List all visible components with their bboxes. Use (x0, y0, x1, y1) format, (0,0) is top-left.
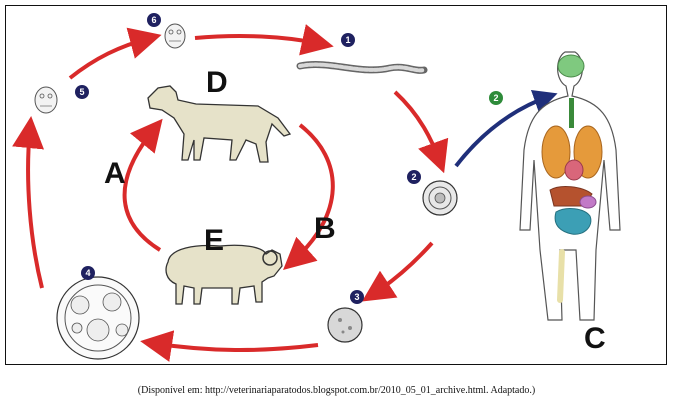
stage-number-2: 2 (411, 172, 416, 182)
arrow-b (283, 123, 335, 270)
stage-badge-5: 5 (75, 85, 89, 99)
label-b: B (314, 212, 336, 245)
adult-tapeworm (296, 61, 428, 74)
stomach (579, 195, 597, 209)
dog-illustration (147, 85, 292, 163)
human-illustration (519, 51, 621, 321)
stage-number-3: 3 (354, 292, 359, 302)
arrow-2-to-3 (361, 241, 434, 302)
hydatid-cyst (56, 276, 140, 360)
stage-badge-2-green: 2 (489, 91, 503, 105)
arrow-1-to-2 (393, 90, 449, 174)
trachea (569, 98, 574, 128)
femur (557, 249, 565, 303)
stage-badge-2: 2 (407, 170, 421, 184)
heart (564, 159, 584, 181)
stage-number-2-green: 2 (493, 93, 498, 103)
stage-badge-4: 4 (81, 266, 95, 280)
label-d: D (206, 66, 228, 99)
stage-number-1: 1 (345, 35, 350, 45)
stage-number-5: 5 (79, 87, 84, 97)
sheep-illustration (165, 244, 283, 305)
arrow-a (122, 118, 163, 252)
label-e: E (204, 224, 224, 257)
arrow-2-to-human (454, 89, 558, 168)
stage-badge-1: 1 (341, 33, 355, 47)
arrow-5-to-6 (68, 27, 162, 80)
arrow-3-to-4 (140, 330, 319, 362)
arrow-4-to-5 (12, 116, 45, 289)
stage-badge-6: 6 (147, 13, 161, 27)
label-c: C (584, 322, 606, 355)
stage-number-4: 4 (85, 268, 90, 278)
source-caption: (Disponível em: http://veterinariaparato… (137, 385, 536, 396)
protoscolex-6 (164, 23, 186, 49)
left-lung (541, 125, 571, 179)
brain (557, 54, 585, 78)
arrow-6-to-1 (194, 24, 334, 56)
egg (422, 180, 458, 216)
stage-number-6: 6 (151, 15, 156, 25)
protoscolex-5 (34, 86, 58, 114)
stage-badge-3: 3 (350, 290, 364, 304)
diagram-frame (5, 5, 667, 365)
oncosphere (327, 307, 363, 343)
intestines (554, 208, 592, 235)
label-a: A (104, 157, 126, 190)
